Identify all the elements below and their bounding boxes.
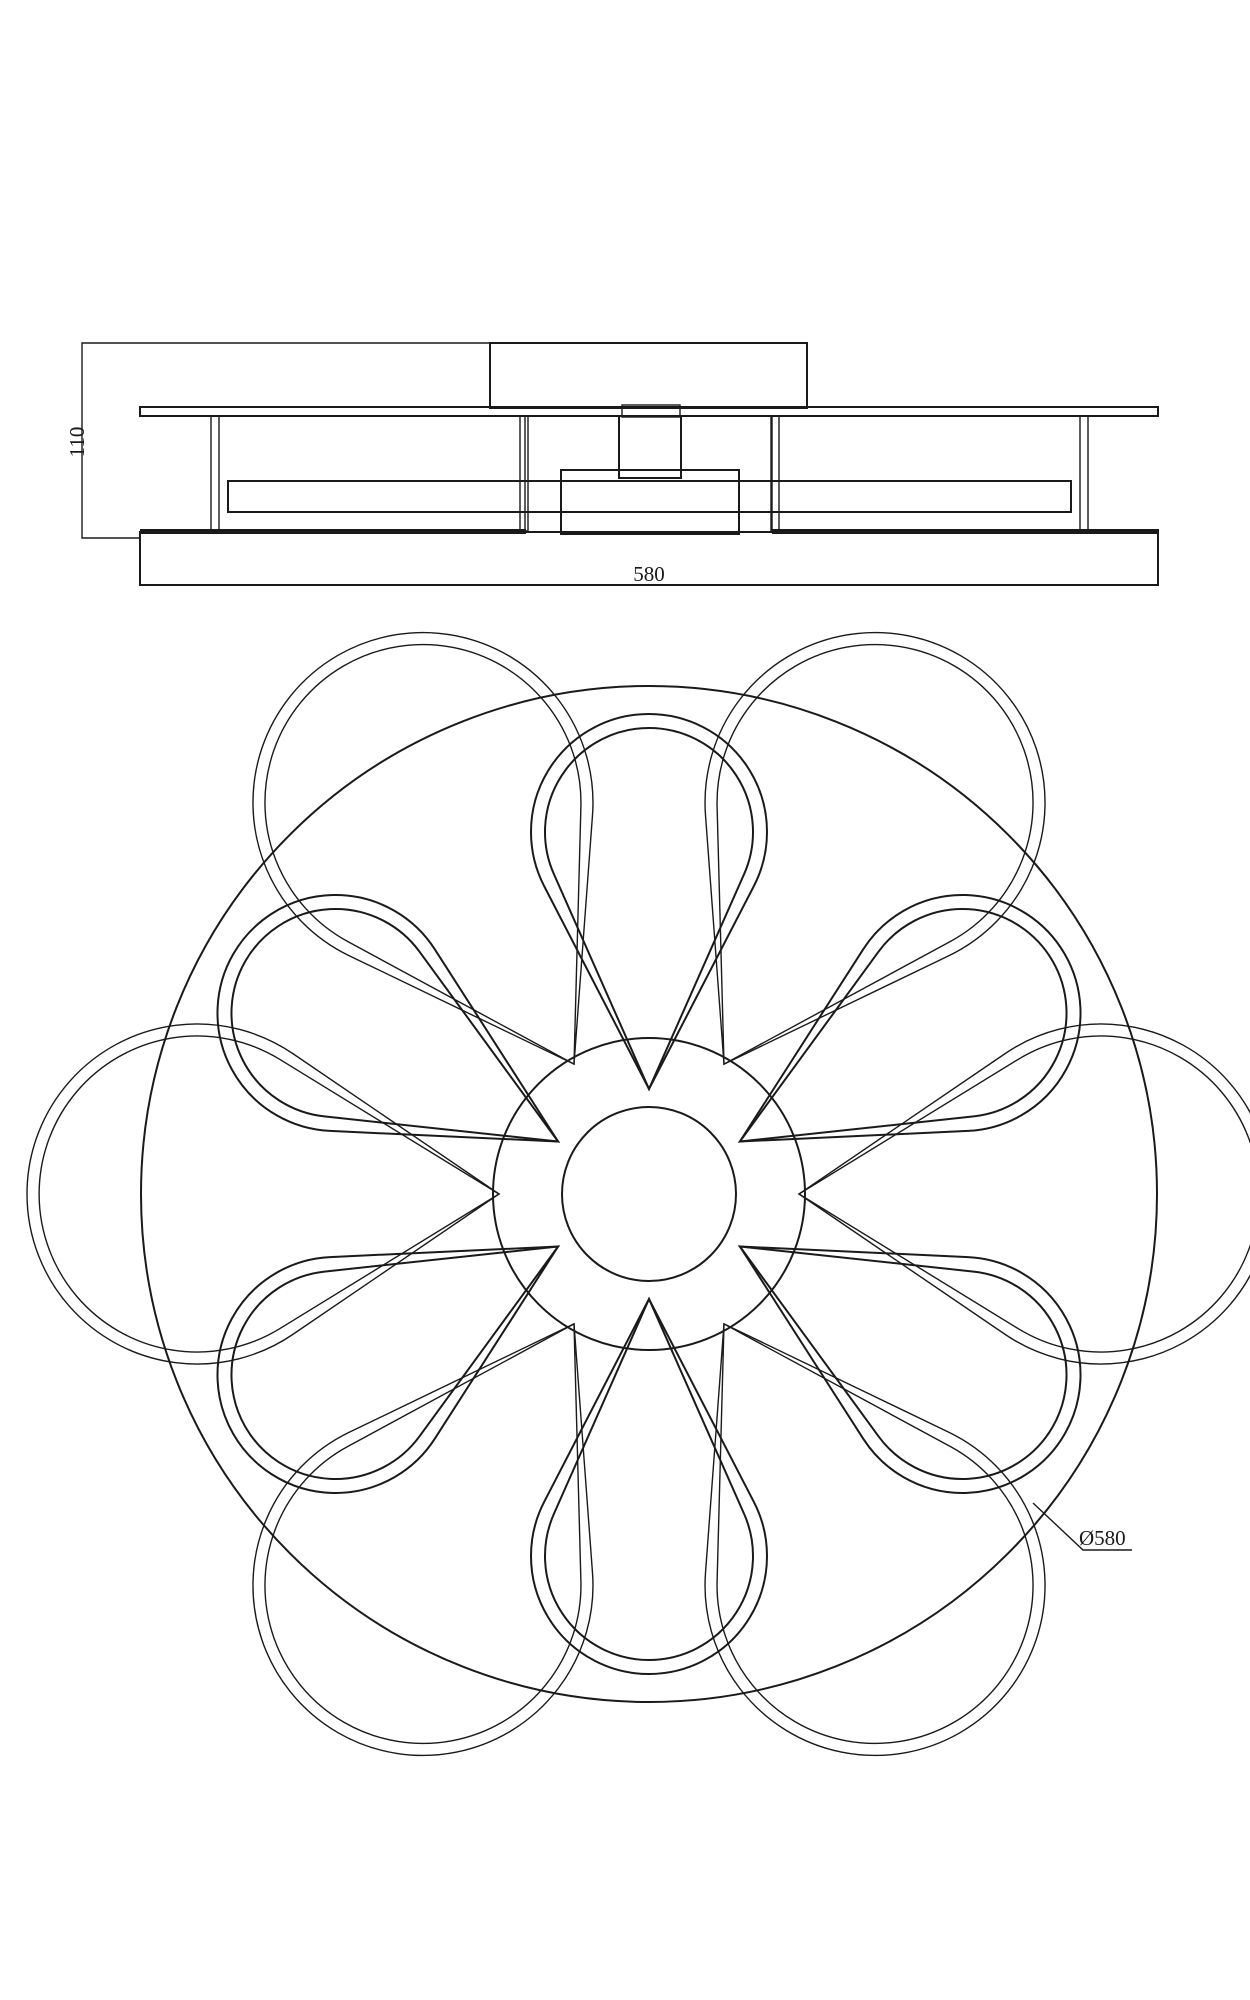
right-outer-post — [1079, 415, 1089, 532]
outer-diameter-circle — [140, 685, 1158, 1703]
height-dimension-line — [81, 342, 490, 539]
petal-3-inner-outline — [737, 1245, 1068, 1480]
outer-lobe-1-inner-outline — [716, 643, 1034, 1066]
diameter-leader-line — [1032, 1502, 1132, 1551]
outer-lobe-5-inner-outline — [38, 1035, 501, 1353]
outer-lobe-1-outline — [704, 631, 1046, 1066]
petal-3-outer-outline — [738, 1245, 1082, 1494]
petal-2-outer-outline — [738, 894, 1082, 1143]
height-dimension-label: 110 — [65, 427, 89, 458]
petal-4-inner-outline — [544, 1296, 754, 1661]
petal-4-outer-outline — [530, 1296, 768, 1676]
outer-lobe-3-inner-outline — [716, 1322, 1034, 1745]
center-driver — [618, 415, 682, 479]
left-outer-post — [210, 415, 220, 532]
outer-lobe-2-inner-outline — [797, 1035, 1250, 1353]
ceiling-canopy — [489, 342, 808, 409]
petal-5-inner-outline — [230, 1245, 561, 1480]
outer-lobe-3-outline — [704, 1322, 1046, 1757]
left-inner-post — [519, 415, 529, 532]
petal-6-inner-outline — [230, 908, 561, 1143]
side-elevation-view: 110 580 — [65, 342, 1159, 586]
diameter-dimension-label: Ø580 — [1079, 1526, 1126, 1550]
outer-lobe-2-outline — [797, 1023, 1250, 1365]
width-dimension-label: 580 — [633, 562, 665, 586]
petal-group — [26, 631, 1250, 1757]
outer-lobe-6-outline — [252, 631, 594, 1066]
canopy-disc — [492, 1037, 806, 1351]
outer-lobe-4-outline — [252, 1322, 594, 1757]
outer-lobe-5-outline — [26, 1023, 501, 1365]
petal-2-inner-outline — [737, 908, 1068, 1143]
outer-lobe-6-inner-outline — [264, 643, 582, 1066]
top-plan-view: Ø580 — [26, 631, 1250, 1757]
light-strip-bar — [227, 480, 1072, 513]
petal-5-outer-outline — [216, 1245, 560, 1494]
center-housing — [560, 469, 740, 535]
center-hub — [561, 1106, 737, 1282]
petal-1-outer-outline — [530, 712, 768, 1092]
outer-lobe-4-inner-outline — [264, 1322, 582, 1745]
petal-1-inner-outline — [544, 727, 754, 1092]
petal-6-outer-outline — [216, 894, 560, 1143]
